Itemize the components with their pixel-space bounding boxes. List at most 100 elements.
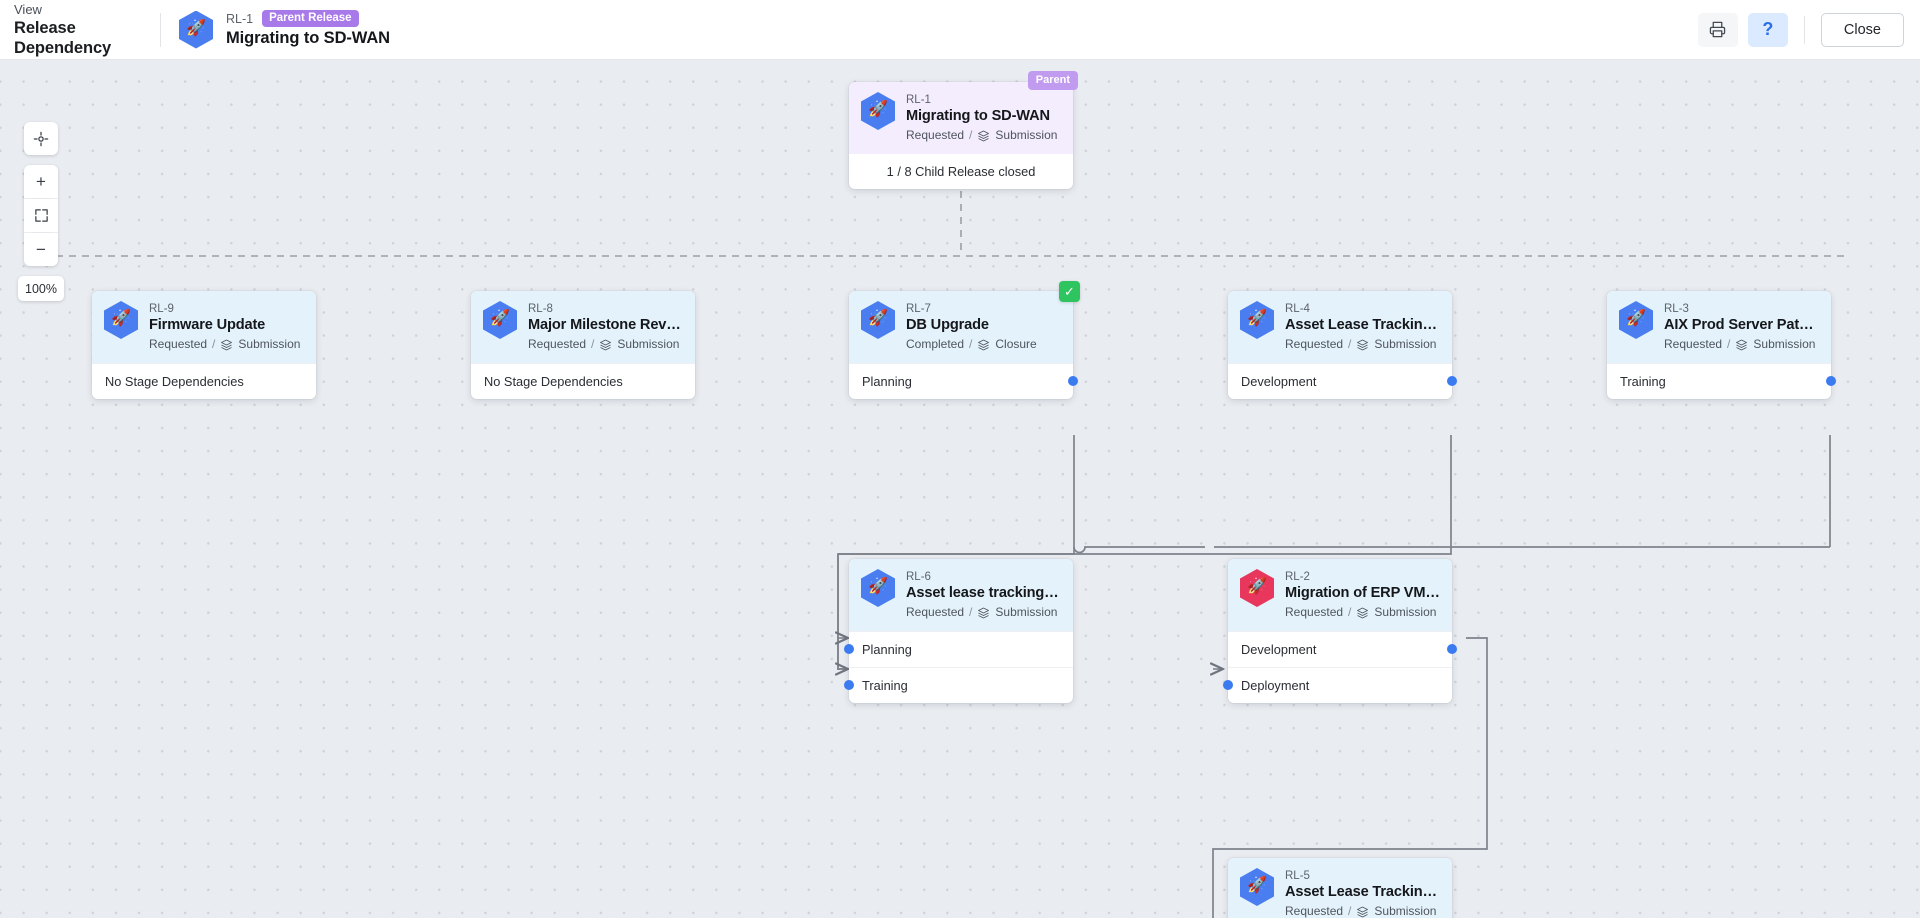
node-header: 🚀 RL-6 Asset lease tracking enh... Reque…: [849, 559, 1073, 631]
node-id: RL-8: [528, 303, 553, 315]
stage-port-right[interactable]: [1447, 644, 1457, 654]
node-card-rl-6[interactable]: 🚀 RL-6 Asset lease tracking enh... Reque…: [844, 559, 1073, 703]
header-actions-divider: [1803, 15, 1805, 44]
node-title: Migration of ERP VM on ...: [1285, 585, 1440, 601]
stage-label: Development: [1241, 642, 1317, 657]
node-header: 🚀 RL-5 Asset Lease Tracking En... Reques…: [1228, 858, 1452, 918]
parent-dashed-connector: [30, 178, 1845, 257]
header-record-title: Migrating to SD-WAN: [226, 29, 390, 47]
node-stage-kind: Submission: [1374, 337, 1437, 351]
node-subtitle: Requested / Submission: [1285, 604, 1440, 620]
zoom-level-label[interactable]: 100%: [18, 276, 64, 301]
subtitle-separator: /: [1348, 605, 1352, 619]
stack-icon: [1356, 339, 1369, 351]
stage-port-right[interactable]: [1068, 376, 1078, 386]
zoom-out-button[interactable]: −: [24, 233, 58, 266]
node-title: AIX Prod Server Patching: [1664, 317, 1819, 333]
node-header: 🚀 RL-3 AIX Prod Server Patching Requeste…: [1607, 291, 1831, 363]
node-card-rl-5[interactable]: 🚀 RL-5 Asset Lease Tracking En... Reques…: [1228, 858, 1452, 918]
header-divider: [160, 12, 161, 47]
recenter-icon[interactable]: [24, 122, 58, 155]
subtitle-separator: /: [969, 337, 973, 351]
node-stage-kind: Closure: [995, 337, 1037, 351]
app-header: View Release Dependency 🚀 RL-1 Parent Re…: [0, 0, 1920, 60]
node-subtitle: Requested / Submission: [1285, 903, 1440, 918]
stage-port-left[interactable]: [844, 644, 854, 654]
subtitle-separator: /: [1348, 904, 1352, 918]
node-stage-kind: Submission: [238, 337, 301, 351]
stack-icon: [977, 130, 990, 142]
node-card-rl-1[interactable]: Parent 🚀 RL-1 Migrating to SD-WAN Reques…: [849, 71, 1078, 189]
stack-icon: [977, 339, 990, 351]
node-header: 🚀 RL-4 Asset Lease Tracking To... Reques…: [1228, 291, 1452, 363]
node-state: Requested: [906, 128, 965, 142]
stage-label: Development: [1241, 374, 1317, 389]
stage-label: Training: [862, 678, 908, 693]
node-title: Asset lease tracking enh...: [906, 585, 1061, 601]
node-state: Requested: [149, 337, 208, 351]
stack-icon: [977, 607, 990, 619]
parent-release-badge: Parent Release: [262, 10, 359, 27]
release-rocket-icon: 🚀: [861, 92, 895, 130]
node-header: 🚀 RL-8 Major Milestone Revamp Requested …: [471, 291, 695, 363]
node-subtitle: Requested / Submission: [906, 127, 1057, 143]
node-card-rl-2[interactable]: 🚀 RL-2 Migration of ERP VM on ... Reques…: [1223, 559, 1457, 703]
stage-row[interactable]: Deployment: [1223, 667, 1452, 703]
node-id: RL-9: [149, 303, 174, 315]
printer-icon[interactable]: [1697, 12, 1738, 47]
release-rocket-icon: 🚀: [483, 301, 517, 339]
node-state: Requested: [1285, 904, 1344, 918]
node-stage-kind: Submission: [995, 605, 1058, 619]
stage-row[interactable]: Development: [1228, 631, 1457, 667]
stack-icon: [1356, 906, 1369, 918]
node-header: 🚀 RL-2 Migration of ERP VM on ... Reques…: [1228, 559, 1452, 631]
stage-row[interactable]: Training: [844, 667, 1073, 703]
stage-label: Training: [1620, 374, 1666, 389]
diagram-canvas[interactable]: + − 100%: [0, 60, 1920, 918]
stage-row[interactable]: Planning: [849, 363, 1078, 399]
node-stage-kind: Submission: [617, 337, 680, 351]
node-id: RL-7: [906, 303, 931, 315]
stage-port-left[interactable]: [1223, 680, 1233, 690]
node-subtitle: Requested / Submission: [1664, 336, 1819, 352]
control-separator: [31, 198, 51, 199]
node-id: RL-3: [1664, 303, 1689, 315]
node-state: Completed: [906, 337, 965, 351]
header-record: RL-1 Parent Release Migrating to SD-WAN: [226, 10, 390, 49]
release-rocket-icon: 🚀: [104, 301, 138, 339]
zoom-in-button[interactable]: +: [24, 165, 58, 198]
stage-port-left[interactable]: [844, 680, 854, 690]
node-card-rl-3[interactable]: 🚀 RL-3 AIX Prod Server Patching Requeste…: [1607, 291, 1836, 399]
node-header: 🚀 RL-7 DB Upgrade Completed / Closure: [849, 291, 1073, 363]
node-id: RL-4: [1285, 303, 1310, 315]
node-title: Migrating to SD-WAN: [906, 108, 1050, 124]
stack-icon: [1356, 607, 1369, 619]
node-card-rl-7[interactable]: ✓ 🚀 RL-7 DB Upgrade Completed / Closure …: [849, 281, 1080, 399]
close-button[interactable]: Close: [1820, 12, 1904, 47]
canvas-controls: + − 100%: [18, 122, 64, 301]
stage-port-right[interactable]: [1826, 376, 1836, 386]
stage-label: Deployment: [1241, 678, 1310, 693]
stage-row[interactable]: Training: [1607, 363, 1836, 399]
node-card-rl-8[interactable]: 🚀 RL-8 Major Milestone Revamp Requested …: [471, 291, 695, 399]
node-card-rl-4[interactable]: 🚀 RL-4 Asset Lease Tracking To... Reques…: [1228, 291, 1457, 399]
node-subtitle: Completed / Closure: [906, 336, 1037, 352]
fit-screen-icon[interactable]: [24, 199, 58, 232]
node-footer: 1 / 8 Child Release closed: [886, 164, 1036, 179]
node-id: RL-5: [1285, 870, 1310, 882]
stage-row[interactable]: Development: [1228, 363, 1457, 399]
stage-row[interactable]: Planning: [844, 631, 1073, 667]
stage-label: Planning: [862, 642, 912, 657]
header-actions: ? Close: [1697, 12, 1920, 47]
control-separator: [31, 232, 51, 233]
release-rocket-icon: 🚀: [861, 569, 895, 607]
release-rocket-icon: 🚀: [1619, 301, 1653, 339]
help-button[interactable]: ?: [1747, 12, 1788, 47]
stage-port-right[interactable]: [1447, 376, 1457, 386]
node-card-rl-9[interactable]: 🚀 RL-9 Firmware Update Requested / Submi…: [92, 291, 316, 399]
node-state: Requested: [1285, 337, 1344, 351]
node-state: Requested: [1285, 605, 1344, 619]
node-state: Requested: [1664, 337, 1723, 351]
node-state: Requested: [906, 605, 965, 619]
subtitle-separator: /: [212, 337, 216, 351]
